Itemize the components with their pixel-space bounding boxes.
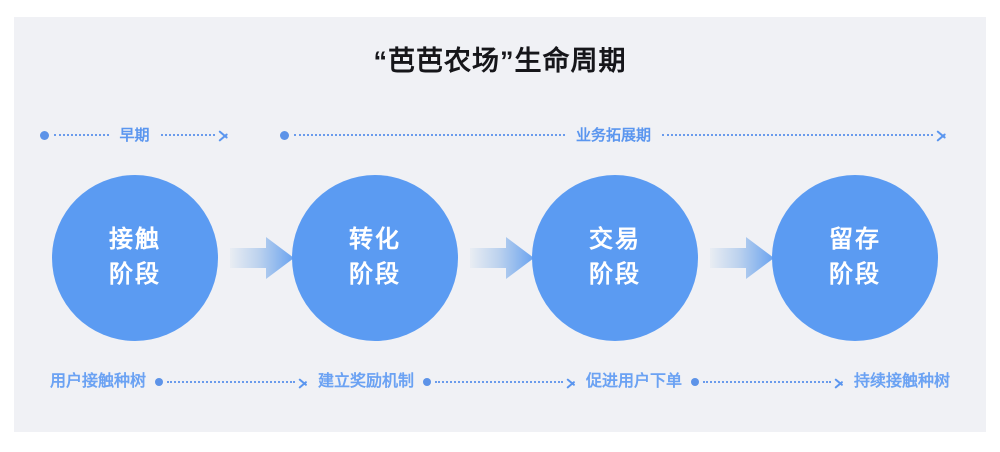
action-label-contact: 用户接触种树 — [50, 373, 147, 390]
dashed-line — [662, 134, 934, 136]
fat-arrow-right-icon — [230, 237, 294, 279]
stage-transaction[interactable]: 交易 阶段 — [532, 175, 698, 341]
action-label-reward: 建立奖励机制 — [318, 373, 415, 390]
stage-label-line1: 交易 — [589, 226, 641, 254]
dashed-line — [703, 381, 831, 383]
phase-band: 早期 业务拓展期 — [40, 120, 948, 150]
stage-label-line2: 阶段 — [589, 261, 641, 288]
action-band: 用户接触种树 建立奖励机制 促进用户下单 持续接触种树 — [50, 368, 950, 396]
stage-label-line1: 留存 — [829, 226, 881, 254]
stage-conversion[interactable]: 转化 阶段 — [292, 175, 458, 341]
phase-label-early: 早期 — [119, 126, 150, 144]
dot-marker-icon — [691, 378, 700, 386]
phase-early: 早期 — [40, 120, 230, 150]
stage-retention[interactable]: 留存 阶段 — [772, 175, 938, 341]
arrow-right-icon — [567, 376, 577, 389]
phase-expansion: 业务拓展期 — [280, 120, 948, 150]
stage-label-line2: 阶段 — [829, 261, 881, 288]
action-connector — [691, 375, 845, 389]
stage-bubble: 留存 阶段 — [772, 175, 938, 341]
dot-marker-icon — [423, 378, 432, 386]
arrow-right-icon — [835, 376, 845, 389]
stage-label-line2: 阶段 — [109, 261, 161, 288]
action-connector — [423, 375, 577, 389]
dot-marker-icon — [40, 130, 49, 140]
stage-bubble: 接触 阶段 — [52, 175, 218, 341]
arrow-right-icon — [937, 128, 948, 142]
stage-bubble: 转化 阶段 — [292, 175, 458, 341]
action-label-order: 促进用户下单 — [586, 373, 683, 390]
page-title: “芭芭农场”生命周期 — [373, 46, 627, 76]
dashed-line — [54, 134, 109, 136]
dashed-line — [435, 381, 563, 383]
stage-row: 接触 阶段 转化 阶段 — [50, 175, 950, 343]
action-connector — [155, 375, 309, 389]
action-label-retain: 持续接触种树 — [854, 373, 951, 390]
dot-marker-icon — [155, 378, 164, 386]
stage-bubble: 交易 阶段 — [532, 175, 698, 341]
arrow-right-icon — [219, 128, 230, 142]
stage-label-line1: 接触 — [109, 226, 161, 254]
phase-label-expansion: 业务拓展期 — [576, 126, 652, 144]
fat-arrow-right-icon — [470, 237, 534, 279]
arrow-right-icon — [299, 376, 309, 389]
stage-label-line2: 阶段 — [349, 261, 401, 288]
stage-contact[interactable]: 接触 阶段 — [52, 175, 218, 341]
dashed-line — [160, 134, 216, 136]
fat-arrow-right-icon — [710, 237, 774, 279]
dashed-line — [294, 134, 565, 136]
stage-label-line1: 转化 — [349, 226, 401, 254]
dot-marker-icon — [280, 130, 289, 140]
dashed-line — [167, 381, 295, 383]
